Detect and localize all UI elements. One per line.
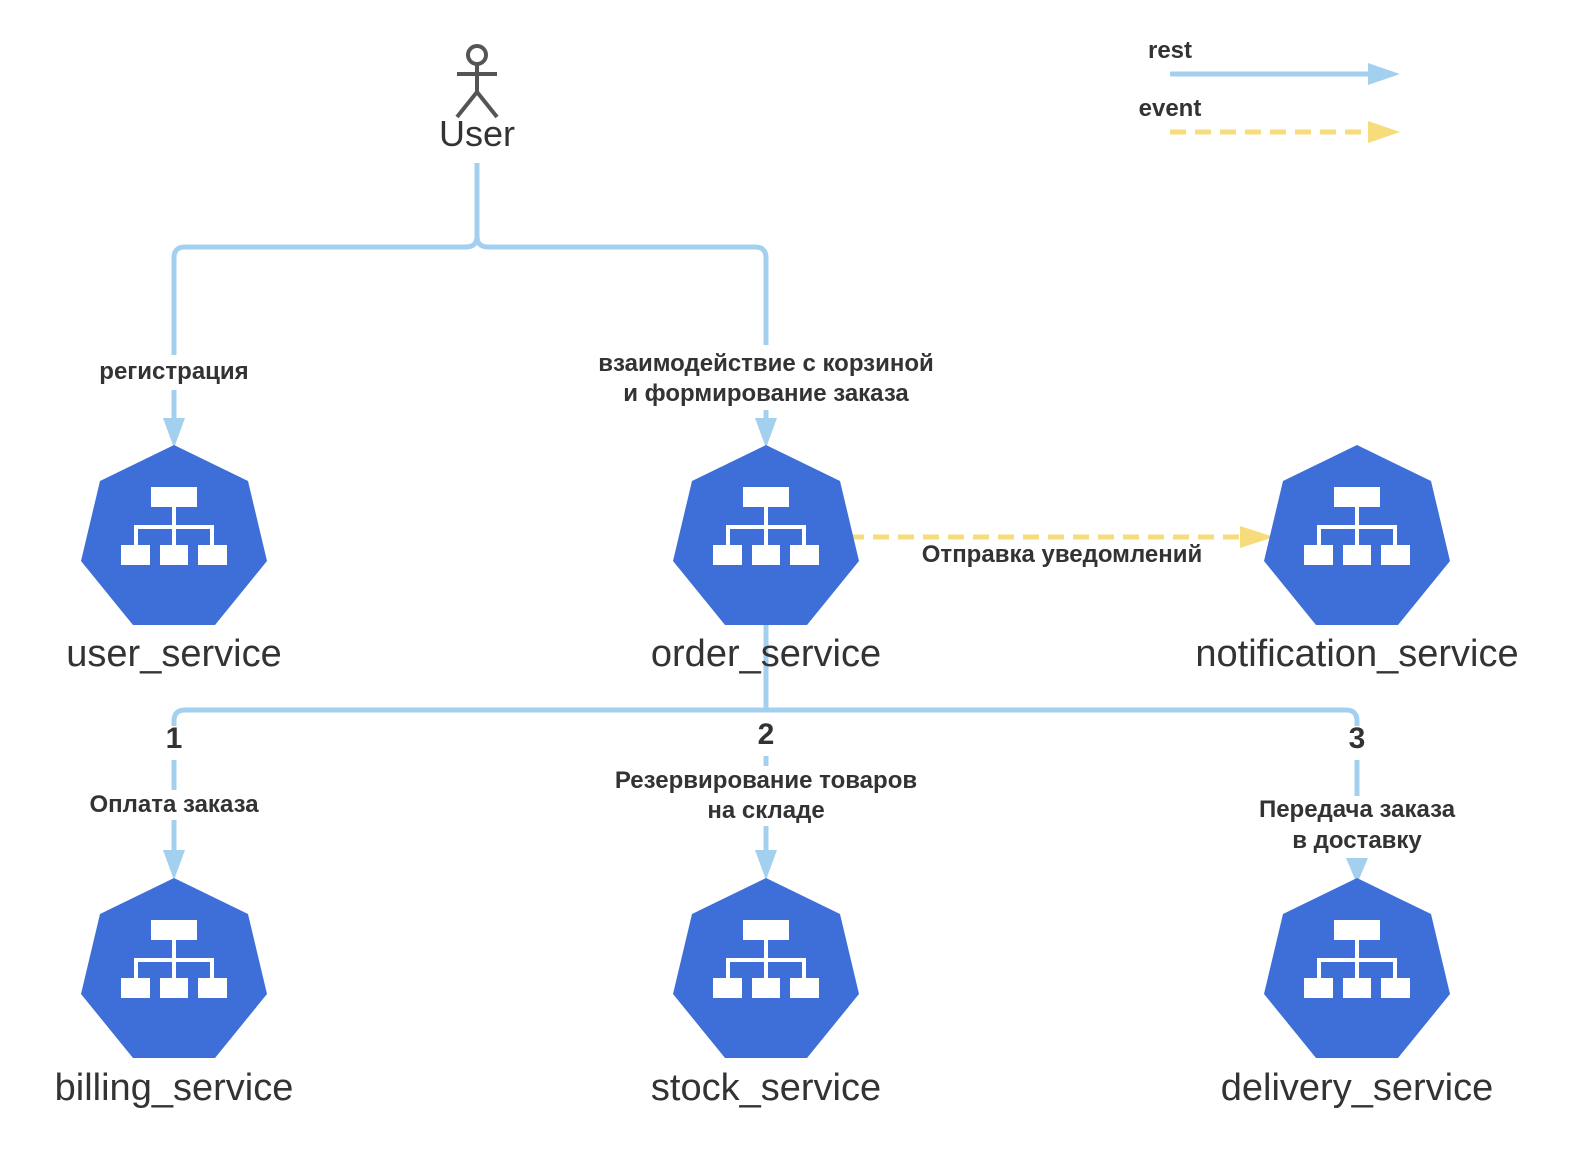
network-hierarchy-icon (81, 445, 267, 625)
service-node-billing[interactable]: billing_service (55, 878, 294, 1109)
billing-service-label: billing_service (55, 1067, 294, 1109)
notification-service-label: notification_service (1195, 633, 1518, 675)
step-number-2: 2 (758, 718, 775, 751)
service-node-user[interactable]: user_service (66, 445, 282, 675)
deliver-label-line1: Передача заказа (1259, 796, 1456, 823)
network-hierarchy-icon (673, 445, 859, 625)
service-node-stock[interactable]: stock_service (651, 878, 881, 1109)
network-hierarchy-icon (1264, 445, 1450, 625)
cart-label-line2: и формирование заказа (623, 380, 909, 407)
arrowhead-order-service (755, 418, 777, 448)
user-service-label: user_service (66, 633, 281, 675)
stock-service-label: stock_service (651, 1067, 881, 1109)
arrowhead-notification-service (1240, 526, 1274, 548)
legend-rest-arrowhead (1368, 63, 1400, 85)
rest-connectors-order (171, 624, 1360, 862)
notify-label: Отправка уведомлений (922, 541, 1202, 568)
user-actor: User (439, 44, 515, 154)
cart-label-line1: взаимодействие с корзиной (598, 350, 934, 377)
legend-event-label: event (1139, 95, 1202, 122)
network-hierarchy-icon (1264, 878, 1450, 1058)
legend-event-arrowhead (1368, 121, 1400, 143)
pay-label: Оплата заказа (89, 791, 259, 818)
user-label: User (439, 113, 515, 154)
stick-figure-icon (455, 44, 499, 119)
rest-connectors-user (171, 163, 769, 422)
user-to-order-service-line (474, 235, 769, 345)
arrowhead-delivery-service (1346, 858, 1368, 884)
reserve-label-line2: на складе (707, 797, 824, 824)
order-to-delivery-upper (766, 707, 1360, 726)
arrowhead-user-service (163, 418, 185, 448)
arrowhead-stock-service (755, 850, 777, 880)
service-node-notification[interactable]: notification_service (1195, 445, 1519, 675)
step-number-3: 3 (1349, 722, 1366, 755)
reserve-label-line1: Резервирование товаров (615, 767, 917, 794)
network-hierarchy-icon (81, 878, 267, 1058)
registration-label: регистрация (99, 358, 248, 385)
event-connector-notify (848, 526, 1274, 548)
network-hierarchy-icon (673, 878, 859, 1058)
service-node-delivery[interactable]: delivery_service (1221, 878, 1493, 1109)
step-number-1: 1 (166, 722, 183, 755)
order-service-label: order_service (651, 633, 881, 675)
user-to-user-service-line (171, 163, 480, 355)
deliver-label-line2: в доставку (1292, 827, 1422, 854)
order-to-billing-upper (171, 707, 766, 726)
legend-rest-label: rest (1148, 37, 1192, 64)
delivery-service-label: delivery_service (1221, 1067, 1493, 1109)
legend: rest event (1139, 37, 1400, 143)
service-node-order[interactable]: order_service (651, 445, 881, 675)
arrowhead-billing-service (163, 850, 185, 880)
